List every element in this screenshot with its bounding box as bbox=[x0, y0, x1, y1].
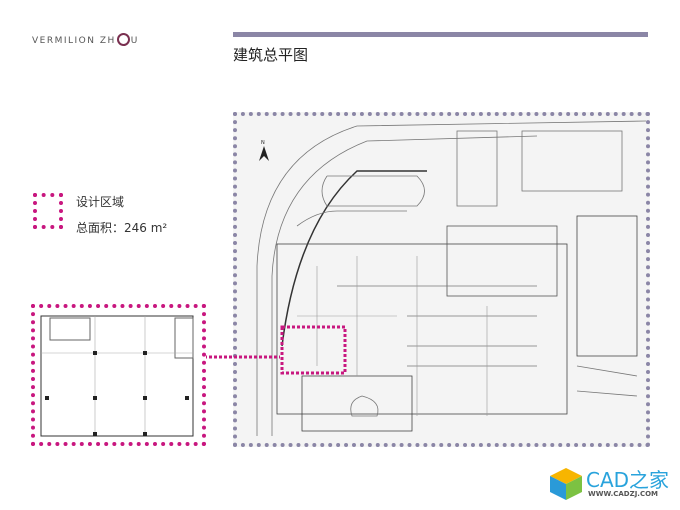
design-area-detail bbox=[31, 304, 206, 446]
floor-plan-drawing bbox=[40, 315, 194, 437]
title-bar bbox=[233, 32, 648, 37]
legend-area: 总面积：246 m² bbox=[76, 221, 168, 235]
legend-label: 设计区域 bbox=[76, 195, 125, 209]
site-plan: N bbox=[233, 112, 650, 447]
brand-logo: VERMILION ZH U bbox=[32, 33, 139, 46]
site-plan-drawing: N bbox=[256, 120, 647, 436]
watermark-brand: CAD之家 bbox=[586, 468, 670, 492]
north-label: N bbox=[261, 140, 265, 146]
page-title: 建筑总平图 bbox=[233, 46, 309, 64]
legend-swatch bbox=[33, 193, 63, 229]
north-arrow-icon bbox=[259, 146, 269, 161]
logo-circle-icon bbox=[116, 33, 130, 46]
watermark: CAD之家 WWW.CADZJ.COM bbox=[548, 466, 669, 506]
logo-text: VERMILION ZH bbox=[32, 36, 116, 46]
cad-cube-icon bbox=[550, 468, 582, 500]
design-area-highlight bbox=[280, 325, 347, 375]
watermark-url: WWW.CADZJ.COM bbox=[588, 490, 659, 498]
logo-text-end: U bbox=[130, 36, 139, 46]
